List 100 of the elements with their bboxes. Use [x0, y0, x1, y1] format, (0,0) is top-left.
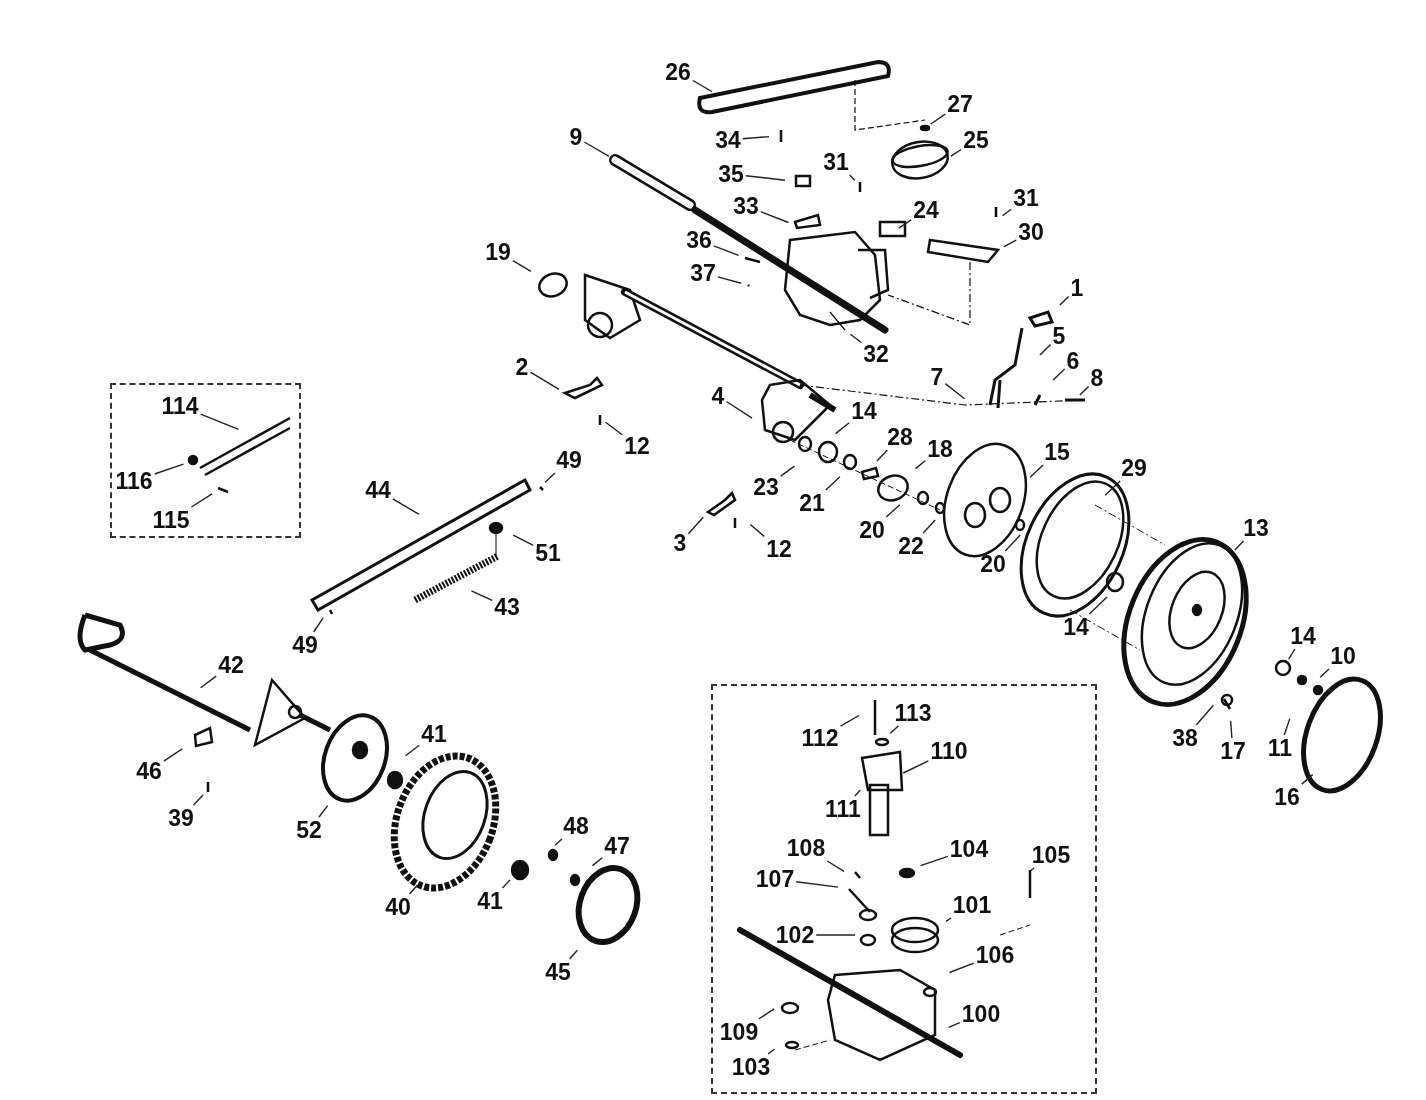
callout-number: 16 — [1273, 785, 1301, 809]
callout-number: 111 — [824, 797, 862, 821]
leader-line — [1029, 867, 1035, 872]
leader-line — [554, 838, 563, 846]
callout-number: 101 — [951, 893, 993, 917]
callout-number: 47 — [603, 834, 631, 858]
leader-line — [1003, 239, 1017, 248]
callout-number: 41 — [420, 722, 448, 746]
callout-number: 27 — [946, 92, 974, 116]
callout-number: 4 — [710, 384, 726, 408]
leader-line — [591, 857, 603, 867]
callout-number: 12 — [765, 537, 793, 561]
callout-number: 7 — [929, 365, 945, 389]
callout-number: 44 — [364, 478, 392, 502]
callout-number: 20 — [979, 552, 1007, 576]
callout-number: 112 — [800, 726, 840, 750]
callout-number: 13 — [1242, 516, 1270, 540]
leader-line — [604, 421, 623, 436]
callout-number: 1 — [1069, 276, 1085, 300]
callout-number: 30 — [1017, 220, 1045, 244]
callout-number: 14 — [1289, 624, 1317, 648]
callout-number: 35 — [717, 162, 745, 186]
leader-line — [717, 276, 742, 284]
callout-number: 17 — [1219, 739, 1247, 763]
callout-number: 52 — [295, 818, 323, 842]
leader-line — [815, 934, 856, 936]
leader-line — [318, 804, 329, 818]
leader-line — [501, 879, 511, 889]
callout-number: 41 — [476, 889, 504, 913]
callout-number: 37 — [689, 261, 717, 285]
leader-line — [795, 881, 839, 888]
leader-line — [1229, 720, 1233, 739]
callout-number: 106 — [974, 943, 1016, 967]
leader-line — [408, 884, 418, 895]
callout-number: 20 — [858, 518, 886, 542]
leader-line — [725, 400, 753, 419]
leader-line — [922, 519, 936, 534]
leader-line — [767, 1048, 776, 1055]
leader-line — [313, 617, 324, 633]
callout-number: 39 — [167, 806, 195, 830]
leader-line — [742, 135, 770, 140]
callout-number: 15 — [1043, 440, 1071, 464]
leader-line — [1052, 368, 1066, 381]
callout-number: 36 — [685, 228, 713, 252]
callout-number: 31 — [1012, 186, 1040, 210]
leader-line — [849, 333, 862, 344]
callout-number: 31 — [822, 150, 850, 174]
callout-number: 49 — [291, 633, 319, 657]
leader-line — [947, 1022, 961, 1028]
leader-line — [404, 744, 420, 757]
leader-line — [1029, 464, 1044, 478]
leader-line — [687, 516, 704, 535]
leader-line — [1001, 208, 1012, 217]
leader-line — [1283, 717, 1291, 736]
leader-line — [780, 465, 796, 477]
leader-line — [826, 860, 845, 872]
leader-line — [1234, 540, 1245, 551]
callout-number: 5 — [1051, 324, 1067, 348]
leader-line — [713, 245, 740, 257]
inset-frame — [110, 383, 301, 538]
callout-number: 113 — [893, 701, 933, 725]
leader-line — [745, 175, 786, 181]
leader-line — [199, 413, 240, 431]
leader-line — [544, 472, 556, 483]
leader-line — [199, 675, 217, 689]
leader-line — [190, 493, 213, 508]
callout-number: 6 — [1065, 349, 1081, 373]
leader-line — [512, 260, 532, 273]
leader-line — [1195, 704, 1215, 726]
leader-line — [944, 382, 966, 400]
callout-number: 23 — [752, 475, 780, 499]
callout-number: 24 — [912, 198, 940, 222]
leader-line — [392, 498, 420, 516]
leader-line — [825, 476, 841, 491]
leader-line — [839, 714, 860, 727]
leader-line — [583, 141, 610, 158]
callout-number: 42 — [217, 653, 245, 677]
callout-number: 29 — [1120, 456, 1148, 480]
callout-number: 48 — [562, 814, 590, 838]
callout-number: 43 — [493, 595, 521, 619]
callout-number: 107 — [754, 867, 796, 891]
callout-number: 110 — [929, 739, 969, 763]
callout-number: 28 — [886, 425, 914, 449]
leader-line — [876, 449, 889, 462]
callout-number: 14 — [850, 399, 878, 423]
callout-number: 45 — [544, 960, 572, 984]
leader-line — [950, 148, 962, 157]
callout-number: 105 — [1030, 843, 1072, 867]
leader-line — [1104, 480, 1121, 496]
inset-frame — [711, 684, 1097, 1094]
leader-line — [760, 211, 790, 224]
callout-number: 104 — [948, 837, 990, 861]
leader-line — [1059, 295, 1070, 306]
leader-line — [192, 794, 204, 806]
leader-line — [692, 79, 713, 93]
callout-number: 2 — [514, 355, 530, 379]
leader-line — [529, 371, 560, 391]
leader-line — [1088, 596, 1108, 615]
leader-line — [1301, 773, 1314, 785]
leader-line — [512, 534, 534, 547]
